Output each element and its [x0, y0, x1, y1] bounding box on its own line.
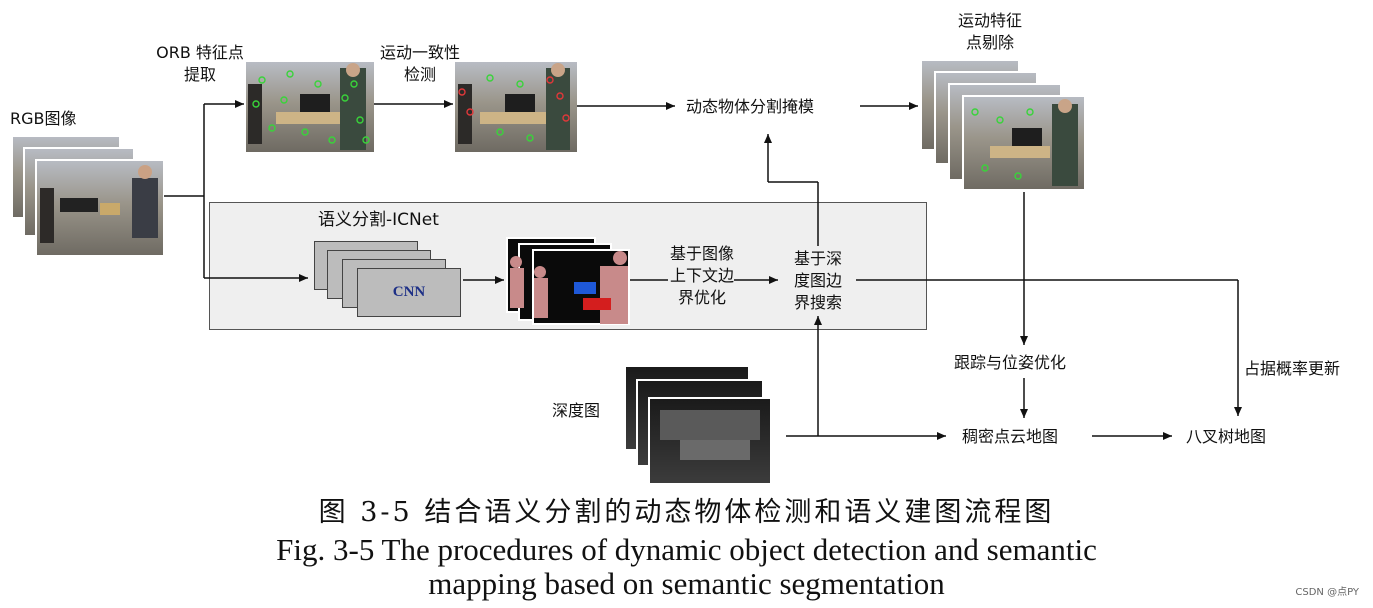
- caption-english: Fig. 3-5 The procedures of dynamic objec…: [0, 533, 1373, 601]
- connectors: [164, 100, 1242, 440]
- remove-motion-features-line2: 点剔除: [965, 33, 1014, 52]
- caption-english-line1: Fig. 3-5 The procedures of dynamic objec…: [276, 532, 1097, 567]
- orb-extract-label: ORB 特征点 提取: [150, 42, 250, 86]
- motion-consistency-line2: 检测: [403, 65, 436, 84]
- depth-boundary-search-line1: 基于深: [793, 249, 842, 268]
- depth-image-label: 深度图: [552, 401, 601, 420]
- motion-consistency-image: [455, 62, 577, 152]
- feature-removal-image-stack: [920, 59, 1086, 191]
- motion-consistency-label: 运动一致性 检测: [370, 42, 470, 86]
- remove-motion-features-line1: 运动特征: [957, 11, 1022, 30]
- occupancy-update-label: 占据概率更新: [1244, 359, 1341, 378]
- rgb-image-stack: [11, 135, 165, 257]
- image-context-opt-line1: 基于图像: [669, 244, 734, 263]
- remove-motion-features-label: 运动特征 点剔除: [940, 10, 1040, 54]
- image-context-opt-line3: 界优化: [677, 288, 726, 307]
- octree-map-label: 八叉树地图: [1186, 427, 1267, 446]
- watermark: CSDN @点PY: [1295, 587, 1359, 598]
- image-context-opt-label: 基于图像 上下文边 界优化: [666, 243, 738, 309]
- depth-boundary-search-line2: 度图边: [793, 271, 842, 290]
- depth-boundary-search-label: 基于深 度图边 界搜索: [782, 248, 854, 314]
- caption-chinese: 图 3-5 结合语义分割的动态物体检测和语义建图流程图: [318, 497, 1055, 528]
- rgb-image-label: RGB图像: [10, 109, 77, 128]
- cnn-label: CNN: [392, 284, 426, 300]
- orb-feature-image: [246, 62, 374, 152]
- orb-extract-line1: ORB 特征点: [156, 43, 244, 62]
- image-context-opt-line2: 上下文边: [669, 266, 734, 285]
- segmentation-mask-stack: [506, 237, 630, 325]
- semantic-seg-label: 语义分割-ICNet: [318, 210, 439, 230]
- motion-consistency-line1: 运动一致性: [379, 43, 460, 62]
- depth-image-stack: [624, 365, 772, 485]
- orb-extract-line2: 提取: [183, 65, 216, 84]
- depth-boundary-search-line3: 界搜索: [793, 293, 842, 312]
- caption-english-line2: mapping based on semantic segmentation: [428, 566, 945, 601]
- dynamic-mask-label: 动态物体分割掩模: [686, 97, 815, 116]
- tracking-pose-opt-label: 跟踪与位姿优化: [954, 353, 1067, 372]
- cnn-card-front: CNN: [357, 268, 461, 317]
- dense-pointcloud-map-label: 稠密点云地图: [962, 427, 1059, 446]
